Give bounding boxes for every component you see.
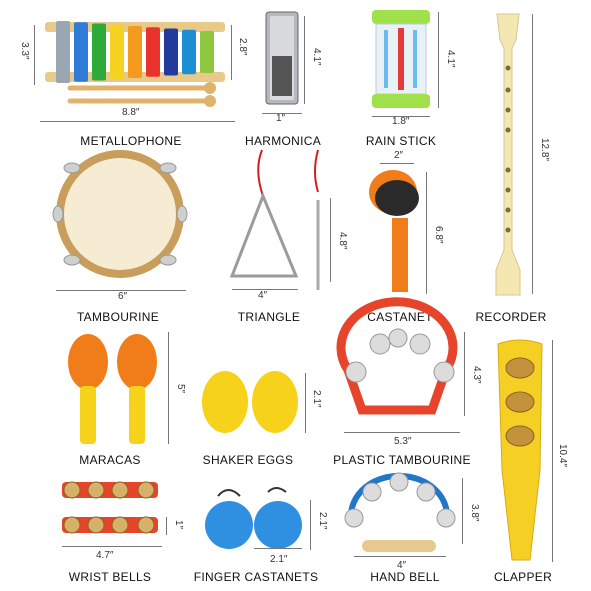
metallophone-bar	[182, 29, 196, 75]
clapper-label: CLAPPER	[493, 570, 553, 584]
metallophone-bar	[128, 26, 142, 78]
tambourine-label: TAMBOURINE	[76, 310, 160, 324]
metallophone-bar	[110, 24, 124, 80]
harmonica-width: 1″	[276, 113, 286, 124]
harmonica-label: HARMONICA	[244, 134, 322, 148]
castanet-label: CASTANET	[367, 310, 433, 324]
wrist-bells-label: WRIST BELLS	[68, 570, 152, 584]
tambourine-width: 6″	[118, 291, 128, 302]
finger-castanets-label: FINGER CASTANETS	[193, 570, 319, 584]
maracas-label: MARACAS	[79, 453, 141, 467]
metallophone-bar	[146, 27, 160, 77]
metallophone-width: 8.8″	[122, 107, 140, 118]
metallophone-bar	[56, 21, 70, 83]
recorder-label: RECORDER	[475, 310, 547, 324]
metallophone-bar	[164, 28, 178, 76]
shaker-eggs-label: SHAKER EGGS	[202, 453, 294, 467]
metallophone-label: METALLOPHONE	[80, 134, 182, 148]
finger-castanets-width: 2.1″	[270, 554, 288, 565]
hand-bell-width: 4″	[397, 560, 407, 571]
rain-stick-width: 1.8″	[392, 116, 410, 127]
hand-bell-height: 3.8″	[469, 504, 480, 522]
hand-bell-label: HAND BELL	[370, 570, 440, 584]
triangle-label: TRIANGLE	[237, 310, 301, 324]
castanet-width: 2″	[394, 150, 404, 161]
wrist-bells-width: 4.7″	[96, 550, 114, 561]
plastic-tambourine-label: PLASTIC TAMBOURINE	[333, 453, 471, 467]
metallophone-bar	[92, 23, 106, 81]
triangle-width: 4″	[258, 290, 268, 301]
plastic-tambourine-width: 5.3″	[394, 436, 412, 447]
metallophone-bar	[74, 22, 88, 82]
rain-stick-label: RAIN STICK	[365, 134, 437, 148]
metallophone-bar	[200, 31, 214, 73]
